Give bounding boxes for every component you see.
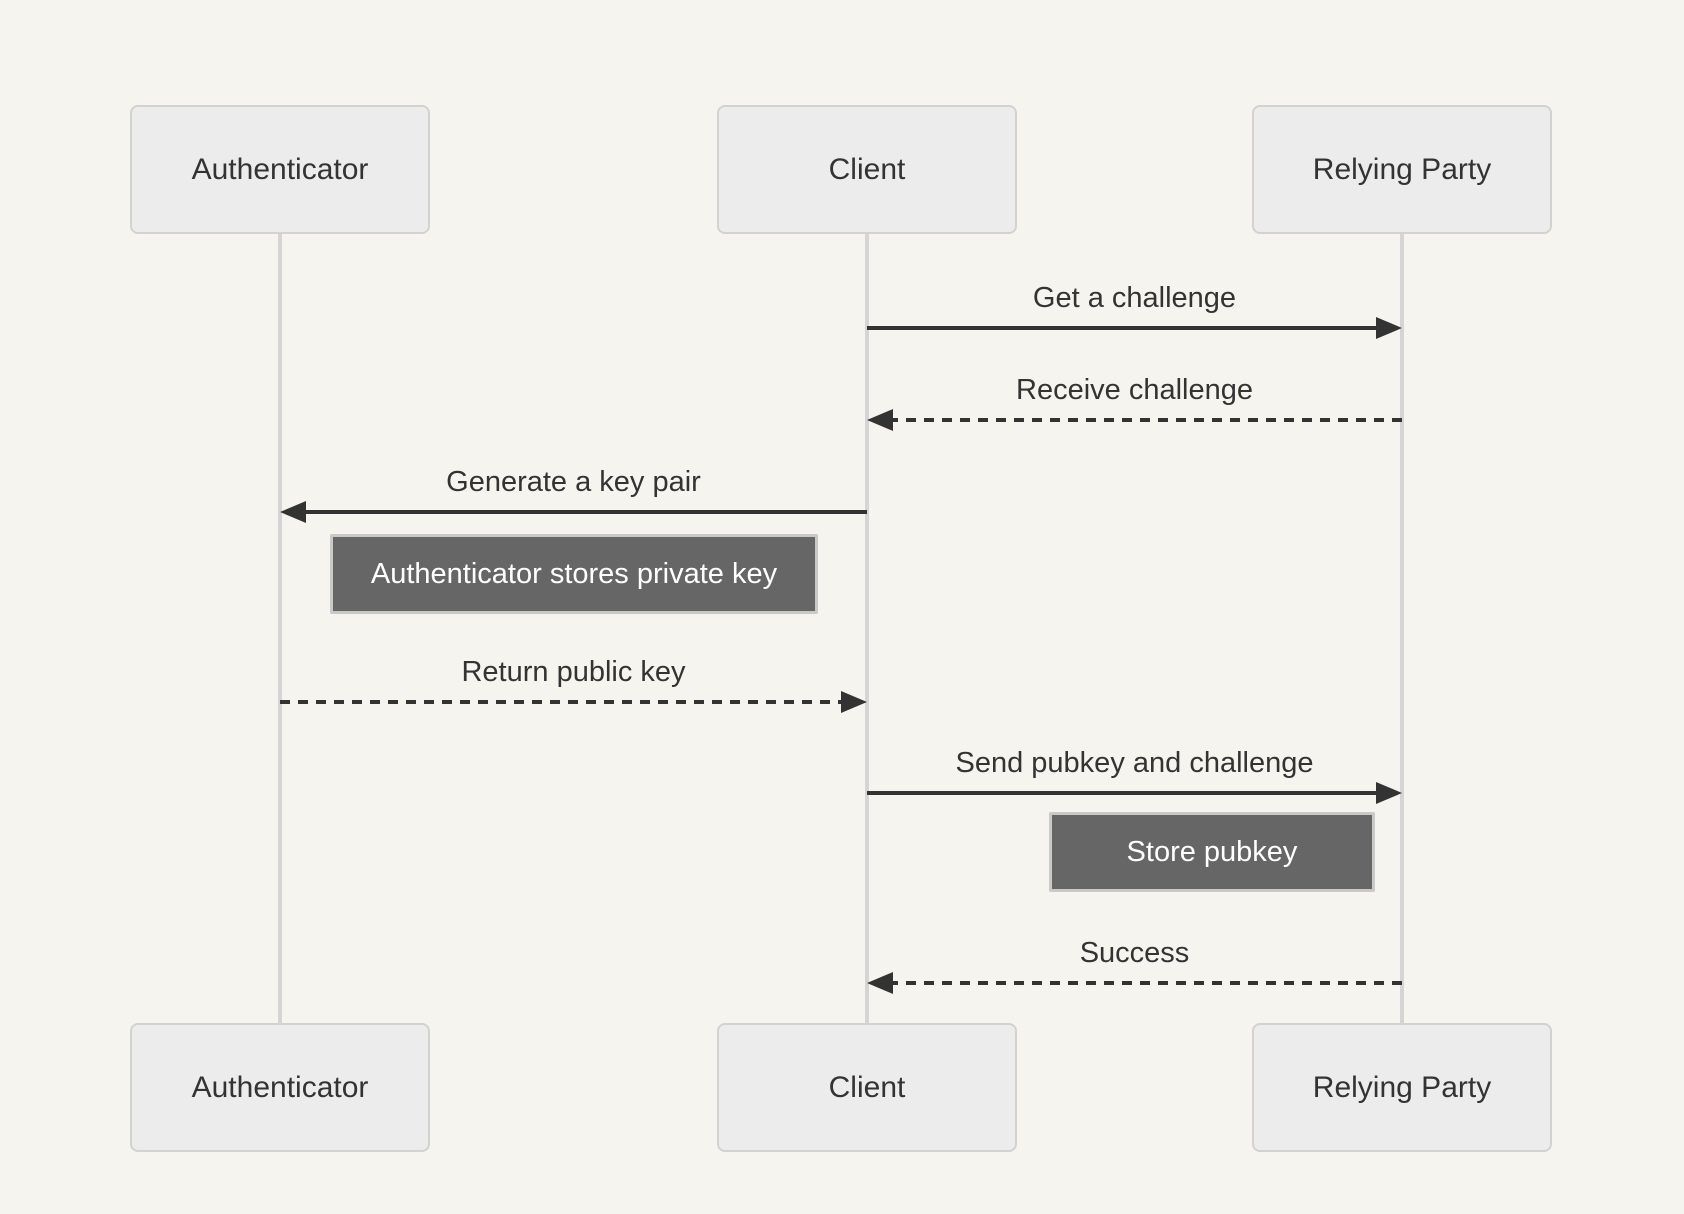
arrowhead-left-icon: [867, 409, 893, 431]
actor-top-relying-party: Relying Party: [1252, 105, 1552, 234]
note-store-pubkey: Store pubkey: [1049, 812, 1375, 892]
note-label: Store pubkey: [1126, 835, 1298, 868]
message-label-receive-challenge: Receive challenge: [1016, 374, 1253, 406]
actor-label: Relying Party: [1312, 152, 1492, 186]
actor-label: Authenticator: [191, 152, 369, 186]
arrowhead-right-icon: [841, 691, 867, 713]
arrowhead-right-icon: [1376, 317, 1402, 339]
actor-top-authenticator: Authenticator: [130, 105, 430, 234]
actor-label: Authenticator: [191, 1070, 369, 1104]
message-label-send-pubkey-and-challenge: Send pubkey and challenge: [955, 747, 1314, 779]
actor-label: Relying Party: [1312, 1070, 1492, 1104]
actor-label: Client: [828, 1070, 906, 1104]
actor-bottom-authenticator: Authenticator: [130, 1023, 430, 1152]
message-label-generate-a-key-pair: Generate a key pair: [446, 466, 701, 498]
message-label-get-a-challenge: Get a challenge: [1032, 282, 1237, 314]
message-label-success: Success: [1079, 937, 1190, 969]
arrowhead-left-icon: [867, 972, 893, 994]
note-label: Authenticator stores private key: [370, 557, 778, 590]
actor-label: Client: [828, 152, 906, 186]
arrowhead-left-icon: [280, 501, 306, 523]
note-authenticator-stores-private-key: Authenticator stores private key: [330, 534, 818, 614]
message-label-return-public-key: Return public key: [461, 656, 686, 688]
arrowhead-right-icon: [1376, 782, 1402, 804]
actor-bottom-client: Client: [717, 1023, 1017, 1152]
actor-top-client: Client: [717, 105, 1017, 234]
actor-bottom-relying-party: Relying Party: [1252, 1023, 1552, 1152]
